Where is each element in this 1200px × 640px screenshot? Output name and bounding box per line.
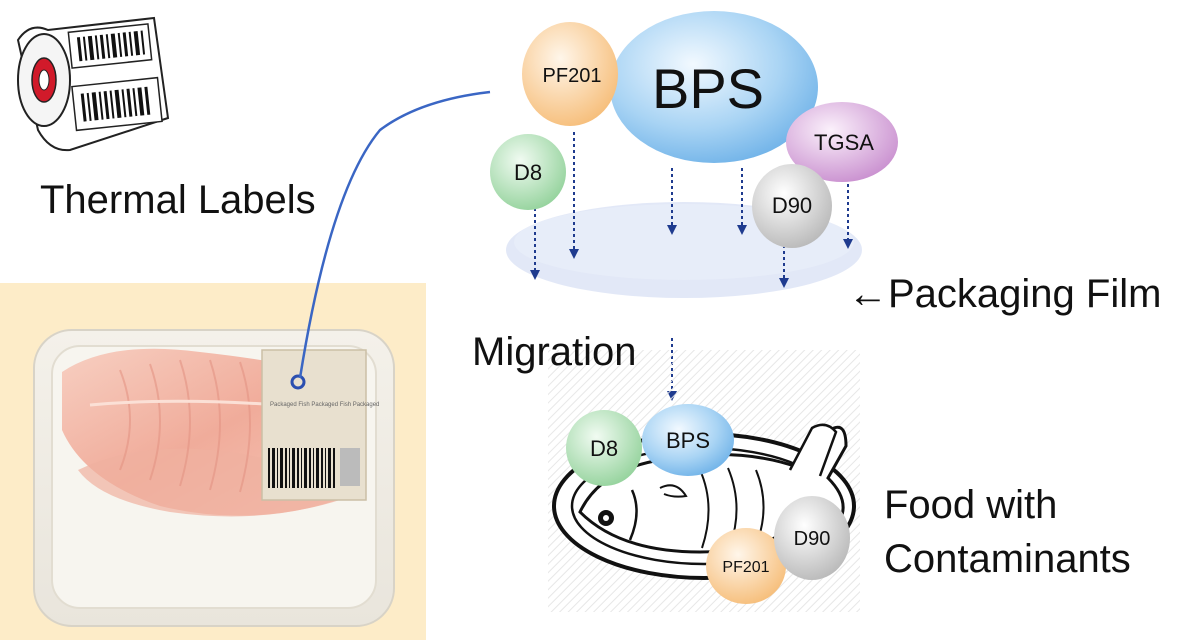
- bubble-d8: D8: [490, 134, 566, 210]
- food-bubble-pf201: PF201: [706, 528, 786, 604]
- food-bubble-d90-label: D90: [794, 528, 831, 550]
- packaging-film-caption: ←Packaging Film: [848, 272, 1162, 316]
- bubble-d90-label: D90: [772, 193, 812, 218]
- label-roll-icon: [16, 16, 170, 152]
- food-bubble-bps-label: BPS: [666, 428, 710, 453]
- bubble-d8-label: D8: [514, 160, 542, 185]
- sticker-text: Packaged Fish Packaged Fish Packaged: [270, 402, 379, 408]
- food-bubble-d8: D8: [566, 410, 642, 486]
- food-bubble-d90: D90: [774, 496, 850, 580]
- migration-caption: Migration: [472, 330, 637, 374]
- bubble-tgsa: TGSA: [786, 102, 898, 182]
- bubble-tgsa-label: TGSA: [814, 130, 874, 155]
- food-bubble-bps: BPS: [642, 404, 734, 476]
- bubble-d90: D90: [752, 164, 832, 248]
- food-bubble-d8-label: D8: [590, 436, 618, 461]
- fish-label-sticker: Packaged Fish Packaged Fish Packaged: [261, 349, 379, 501]
- food-caption-line1: Food with: [884, 483, 1058, 527]
- bubble-pf201: PF201: [522, 22, 618, 126]
- food-caption-line2: Contaminants: [884, 537, 1131, 581]
- bubble-pf201-label: PF201: [543, 65, 602, 87]
- food-contaminants-caption: Food with Contaminants: [884, 478, 1131, 586]
- bubble-bps-label: BPS: [652, 57, 764, 120]
- thermal-labels-caption: Thermal Labels: [40, 178, 316, 222]
- connector-curve: [298, 90, 491, 379]
- bubble-bps: BPS: [610, 11, 818, 163]
- food-bubble-pf201-label: PF201: [722, 559, 769, 576]
